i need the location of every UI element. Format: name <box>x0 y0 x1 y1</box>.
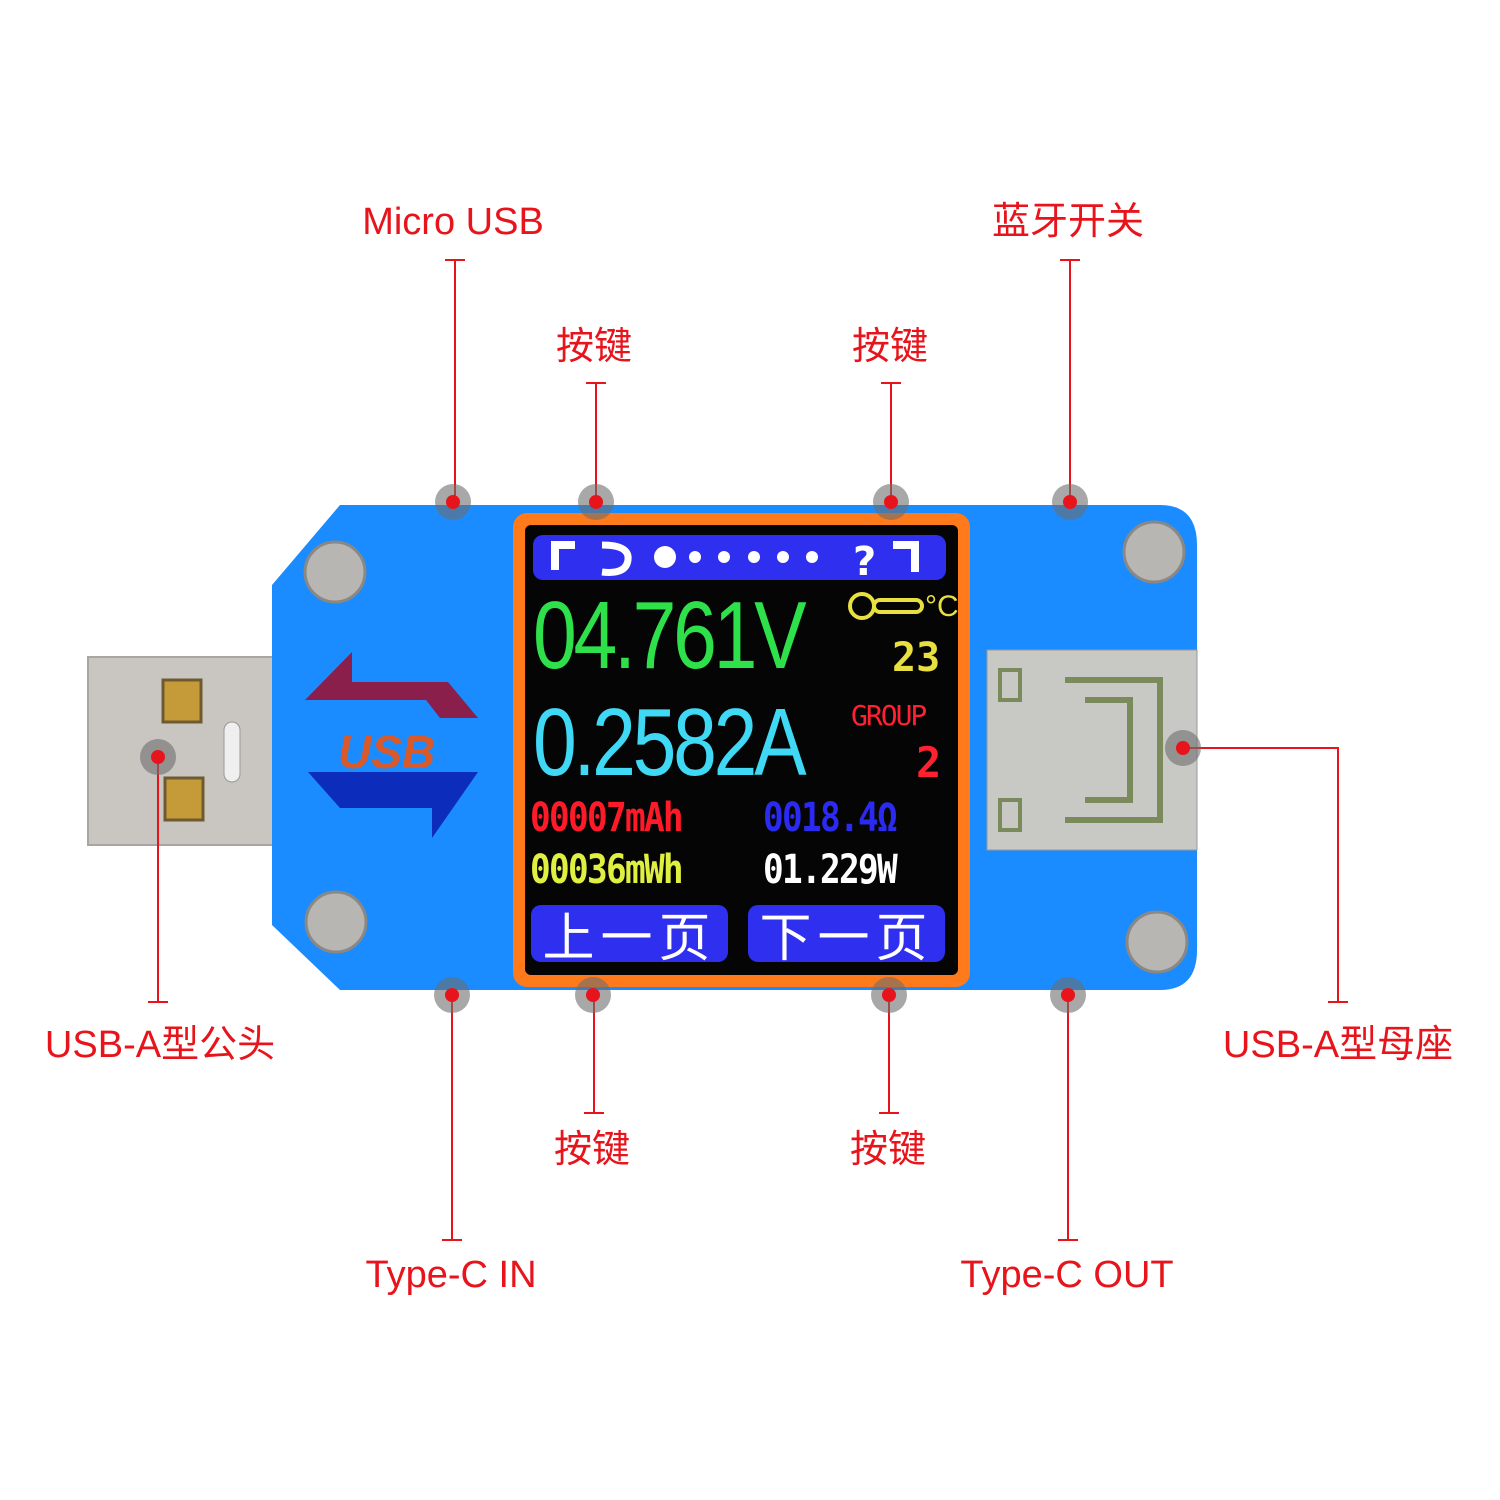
status-bar <box>533 535 946 580</box>
callout-type-c-out: Type-C OUT <box>960 1254 1174 1296</box>
power-readout: 01.229W <box>763 847 898 893</box>
next-page-button[interactable]: 下一页 <box>748 905 945 969</box>
capacity-readout: 00007mAh <box>530 795 684 841</box>
resistance-readout: 0018.4Ω <box>763 795 898 841</box>
help-icon: ? <box>853 539 876 585</box>
thermometer-icon <box>848 592 924 620</box>
group-value: 2 <box>916 738 942 787</box>
callout-bluetooth-switch: 蓝牙开关 <box>991 201 1145 243</box>
callout-dots <box>140 484 1201 1013</box>
current-readout: 0.2582A <box>533 689 807 796</box>
screw-icon <box>303 520 1189 974</box>
rotate-icon <box>601 541 632 576</box>
callout-usb-a-female: USB-A型母座 <box>1222 1024 1454 1066</box>
callout-button-top-left: 按键 <box>555 326 633 368</box>
callout-usb-a-male: USB-A型公头 <box>44 1024 276 1066</box>
callout-button-bottom-right: 按键 <box>849 1129 927 1171</box>
screen <box>525 525 958 975</box>
usb-logo-icon: USB <box>305 652 478 838</box>
callout-micro-usb: Micro USB <box>362 201 544 243</box>
forward-arrow-icon <box>893 541 919 572</box>
callout-button-bottom-left: 按键 <box>553 1129 631 1171</box>
group-label: GROUP <box>851 699 927 732</box>
callout-button-top-right: 按键 <box>851 326 929 368</box>
usb-a-female-port <box>986 649 1198 851</box>
usb-a-male-plug <box>87 656 279 846</box>
page-dot-active <box>654 546 676 568</box>
callout-lines <box>148 259 1348 1241</box>
prev-page-button[interactable]: 上一页 <box>531 905 728 969</box>
usb-logo-text: USB <box>338 726 435 778</box>
voltage-readout: 04.761V <box>533 582 807 689</box>
energy-readout: 00036mWh <box>530 847 684 893</box>
temperature-unit: °C <box>925 590 959 623</box>
page-dots <box>689 551 818 563</box>
callout-type-c-in: Type-C IN <box>365 1254 537 1296</box>
temperature-readout: 23 <box>892 635 941 681</box>
back-arrow-icon <box>551 541 575 570</box>
